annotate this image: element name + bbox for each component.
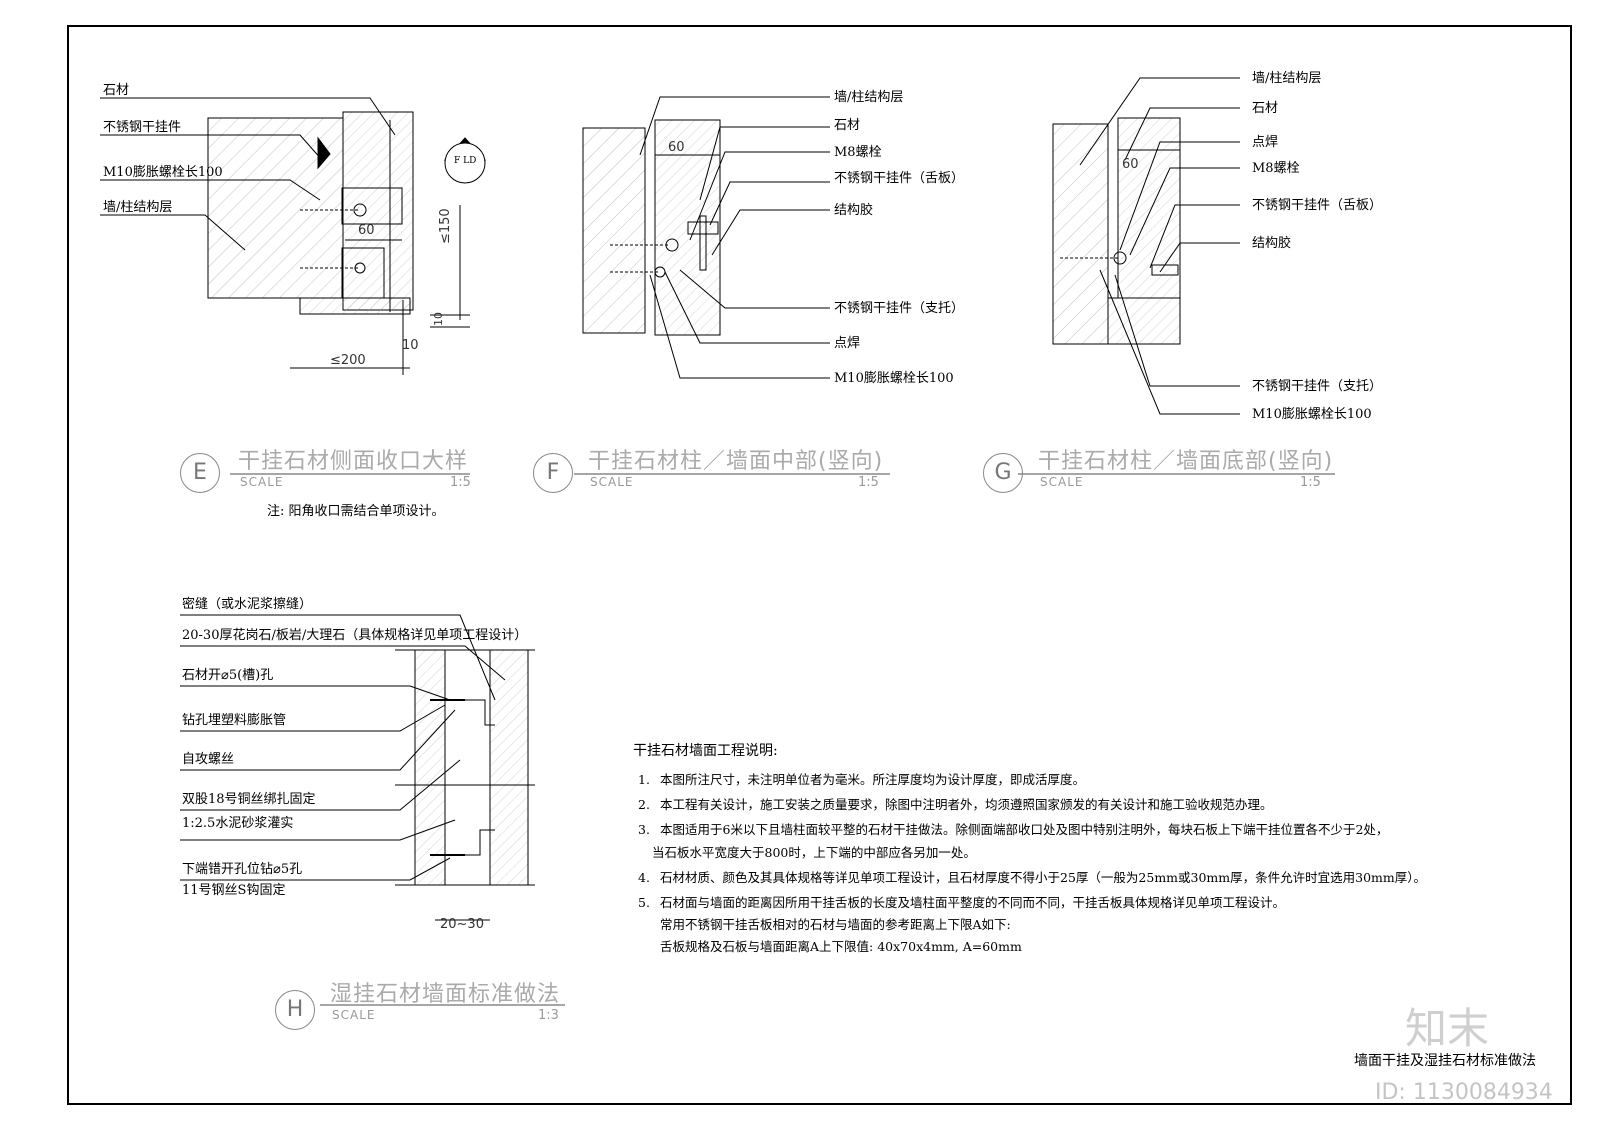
drawing-frame — [67, 25, 1572, 1105]
note-item: 5. 石材面与墙面的距离因所用干挂舌板的长度及墙柱面平整度的不同而不同，干挂舌板… — [638, 895, 1426, 955]
detail-g-label-tongue: 不锈钢干挂件（舌板） — [1252, 198, 1383, 213]
detail-h-label-mortar: 1:2.5水泥砂浆灌实 — [182, 816, 294, 831]
note-number: 2. — [638, 797, 650, 812]
detail-f-label-stone: 石材 — [834, 118, 861, 133]
detail-e-dim-60: 60 — [358, 223, 375, 238]
note-number: 1. — [638, 772, 650, 787]
detail-g-label-structure: 墙/柱结构层 — [1252, 71, 1322, 86]
detail-e-dim-10-bottom: 10 — [402, 338, 419, 353]
detail-h-scale: 1:3 — [538, 1008, 559, 1023]
notes-list: 1. 本图所注尺寸，未注明单位者为毫米。所注厚度均为设计厚度，即成活厚度。 2.… — [638, 772, 1426, 964]
note-item: 1. 本图所注尺寸，未注明单位者为毫米。所注厚度均为设计厚度，即成活厚度。 — [638, 772, 1426, 788]
detail-h-label-drill: 下端错开孔位钻⌀5孔 — [182, 862, 303, 877]
note-text: 本工程有关设计，施工安装之质量要求，除图中注明者外，均须遵照国家颁发的有关设计和… — [660, 797, 1273, 812]
detail-h-label-hole: 石材开⌀5(槽)孔 — [182, 668, 274, 683]
detail-e-dim-150: ≤150 — [438, 208, 453, 244]
detail-f-label-tongue: 不锈钢干挂件（舌板） — [834, 171, 965, 186]
detail-h-label-anchor: 钻孔埋塑料膨胀管 — [182, 713, 287, 728]
detail-g-scale: 1:5 — [1300, 475, 1321, 490]
brand-watermark: 知末 — [1405, 1004, 1490, 1053]
detail-h-label-granite: 20-30厚花岗石/板岩/大理石（具体规格详见单项工程设计） — [182, 628, 528, 643]
drawing-name: 墙面干挂及湿挂石材标准做法 — [1354, 1053, 1536, 1069]
detail-f-dim-60: 60 — [668, 140, 685, 155]
detail-e-marker: E — [180, 453, 220, 493]
detail-g-label-weld: 点焊 — [1252, 135, 1279, 150]
detail-f-scale-label: SCALE — [590, 475, 634, 489]
detail-e-section-symbol: F LD — [454, 156, 477, 166]
detail-g-label-stone: 石材 — [1252, 101, 1279, 116]
detail-g-title: 干挂石材柱／墙面底部(竖向) — [1038, 449, 1334, 474]
detail-e-label-bolt: M10膨胀螺栓长100 — [103, 165, 223, 180]
detail-g-label-bolt: M10膨胀螺栓长100 — [1252, 407, 1372, 422]
detail-h-title: 湿挂石材墙面标准做法 — [330, 982, 561, 1007]
detail-g-label-m8: M8螺栓 — [1252, 161, 1300, 176]
note-text: 本图所注尺寸，未注明单位者为毫米。所注厚度均为设计厚度，即成活厚度。 — [660, 772, 1086, 787]
detail-f-label-structure: 墙/柱结构层 — [834, 90, 904, 105]
detail-e-label-stone: 石材 — [103, 83, 130, 98]
title-underlines — [230, 473, 1335, 1006]
detail-f-marker: F — [533, 453, 573, 493]
detail-f-label-m8: M8螺栓 — [834, 145, 882, 160]
note-text-cont: 当石板水平宽度大于800时，上下端的中部应各另加一处。 — [652, 845, 976, 860]
note-text-cont: 常用不锈钢干挂舌板相对的石材与墙面的参考距离上下限A如下: — [660, 917, 1011, 932]
detail-f-title: 干挂石材柱／墙面中部(竖向) — [588, 449, 884, 474]
note-text: 石材材质、颜色及其具体规格等详见单项工程设计，且石材厚度不得小于25厚（一般为2… — [660, 870, 1426, 885]
detail-e-scale-label: SCALE — [240, 475, 284, 489]
detail-g-label-support: 不锈钢干挂件（支托） — [1252, 379, 1383, 394]
detail-f-scale: 1:5 — [858, 475, 879, 490]
detail-h-drawing — [180, 614, 535, 921]
detail-h-dim: 20~30 — [440, 917, 484, 932]
detail-f-label-weld: 点焊 — [834, 336, 861, 351]
note-item: 2. 本工程有关设计，施工安装之质量要求，除图中注明者外，均须遵照国家颁发的有关… — [638, 797, 1426, 813]
detail-g-scale-label: SCALE — [1040, 475, 1084, 489]
detail-g-drawing — [1052, 77, 1240, 415]
notes-title: 干挂石材墙面工程说明: — [633, 743, 778, 759]
detail-h-scale-label: SCALE — [332, 1008, 376, 1022]
detail-h-label-hook: 11号钢丝S钩固定 — [182, 883, 286, 898]
note-text: 本图适用于6米以下且墙柱面较平整的石材干挂做法。除侧面端部收口处及图中特别注明外… — [660, 822, 1389, 837]
detail-h-label-wire: 双股18号铜丝绑扎固定 — [182, 792, 316, 807]
note-text: 石材面与墙面的距离因所用干挂舌板的长度及墙柱面平整度的不同而不同，干挂舌板具体规… — [660, 895, 1286, 910]
detail-e-scale: 1:5 — [450, 475, 471, 490]
note-item: 3. 本图适用于6米以下且墙柱面较平整的石材干挂做法。除侧面端部收口处及图中特别… — [638, 822, 1426, 861]
detail-f-label-glue: 结构胶 — [834, 203, 874, 218]
note-number: 4. — [638, 870, 650, 885]
detail-e-note: 注: 阳角收口需结合单项设计。 — [267, 504, 445, 519]
id-tag: ID: 1130084934 — [1375, 1080, 1553, 1105]
detail-e-label-structure: 墙/柱结构层 — [103, 200, 173, 215]
detail-e-dim-10-right: 10 — [432, 312, 445, 326]
detail-e-dim-200: ≤200 — [330, 353, 366, 368]
detail-h-label-joint: 密缝（或水泥浆擦缝） — [182, 597, 313, 612]
note-number: 3. — [638, 822, 650, 837]
detail-e-drawing — [100, 97, 487, 375]
detail-e-label-hanger: 不锈钢干挂件 — [103, 120, 182, 135]
detail-f-label-bolt: M10膨胀螺栓长100 — [834, 371, 954, 386]
detail-g-marker: G — [983, 453, 1023, 493]
detail-h-marker: H — [275, 990, 315, 1030]
detail-g-label-glue: 结构胶 — [1252, 236, 1292, 251]
detail-g-dim-60: 60 — [1122, 157, 1139, 172]
note-number: 5. — [638, 895, 650, 910]
note-item: 4. 石材材质、颜色及其具体规格等详见单项工程设计，且石材厚度不得小于25厚（一… — [638, 870, 1426, 886]
note-text-cont: 舌板规格及石板与墙面距离A上下限值: 40x70x4mm, A=60mm — [660, 939, 1022, 954]
detail-h-label-screw: 自攻螺丝 — [182, 752, 235, 767]
detail-f-label-support: 不锈钢干挂件（支托） — [834, 301, 965, 316]
detail-f-drawing — [582, 96, 830, 379]
detail-e-title: 干挂石材侧面收口大样 — [238, 449, 469, 474]
